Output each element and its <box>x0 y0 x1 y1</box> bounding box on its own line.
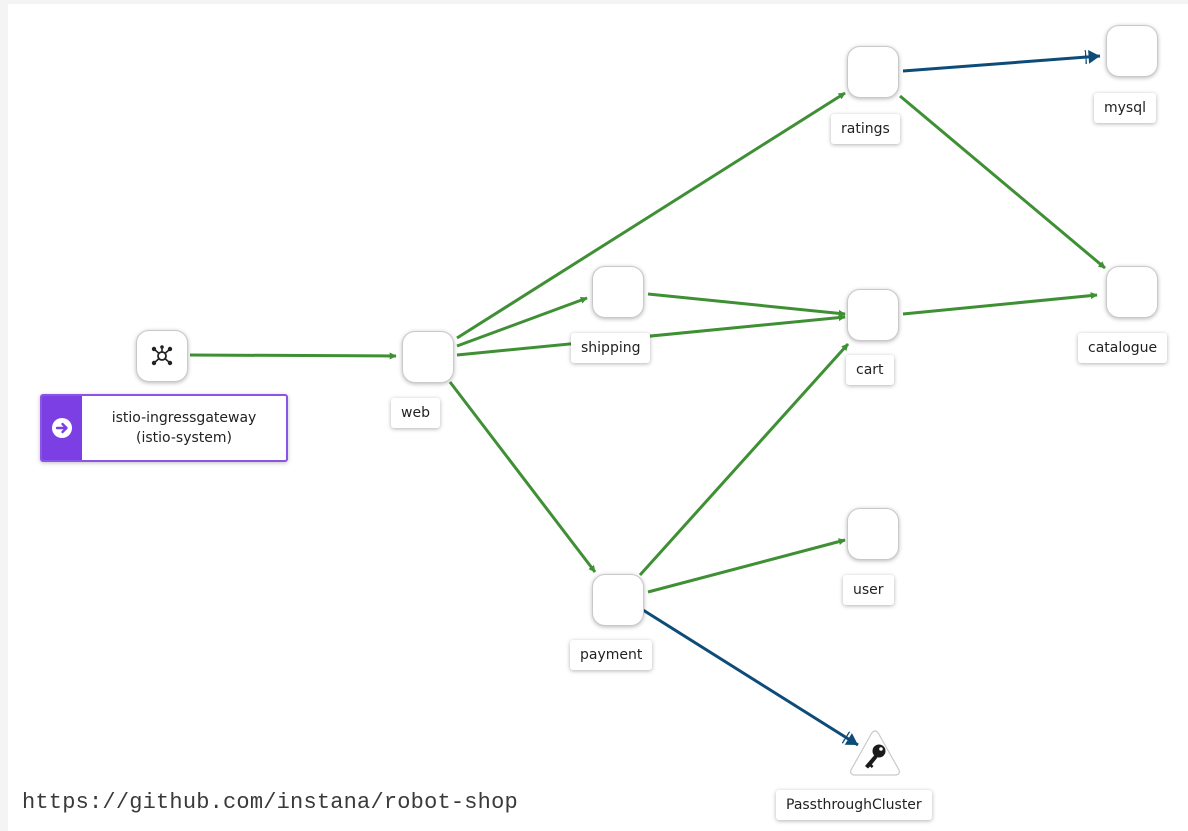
edge-web-payment[interactable] <box>448 381 597 573</box>
edge-cart-catalogue[interactable] <box>902 292 1098 316</box>
gateway-name: istio-ingressgateway <box>111 410 257 426</box>
service-label-mysql: mysql <box>1094 93 1156 123</box>
gateway-namespace: (istio-system) <box>136 430 232 446</box>
edge-ratings-mysql[interactable] <box>902 56 1101 73</box>
service-node-payment[interactable] <box>592 574 644 626</box>
service-label-payment: payment <box>570 640 653 670</box>
passthrough-label: PassthroughCluster <box>776 790 932 820</box>
edge-payment-user[interactable] <box>647 538 846 594</box>
service-label-shipping: shipping <box>571 333 651 363</box>
service-node-shipping[interactable] <box>592 266 644 318</box>
service-node-user[interactable] <box>847 508 899 560</box>
service-label-catalogue: catalogue <box>1078 333 1168 363</box>
edge-ratings-catalogue[interactable] <box>899 94 1106 270</box>
mesh-gateway-icon <box>137 331 187 381</box>
edge-shipping-cart[interactable] <box>647 292 846 317</box>
edge-payment-passthrough[interactable] <box>642 608 859 747</box>
passthrough-node[interactable] <box>848 728 902 778</box>
arrow-right-circle-icon <box>42 396 82 460</box>
service-node-ratings[interactable] <box>847 46 899 98</box>
edge-web-shipping[interactable] <box>456 296 588 348</box>
edge-gateway-web[interactable] <box>189 352 397 360</box>
edge-payment-cart[interactable] <box>638 342 850 577</box>
key-icon <box>865 744 886 769</box>
service-label-cart: cart <box>846 355 894 385</box>
service-label-user: user <box>843 575 894 605</box>
gateway-node[interactable] <box>136 330 188 382</box>
gateway-label[interactable]: istio-ingressgateway (istio-system) <box>40 394 288 462</box>
edge-web-ratings[interactable] <box>456 91 846 340</box>
service-node-mysql[interactable] <box>1106 25 1158 77</box>
edge-web-cart[interactable] <box>456 314 846 357</box>
service-node-cart[interactable] <box>847 289 899 341</box>
service-label-web: web <box>391 398 440 428</box>
source-url-caption: https://github.com/instana/robot-shop <box>22 790 518 815</box>
service-node-web[interactable] <box>402 331 454 383</box>
service-node-catalogue[interactable] <box>1106 266 1158 318</box>
service-label-ratings: ratings <box>831 114 900 144</box>
